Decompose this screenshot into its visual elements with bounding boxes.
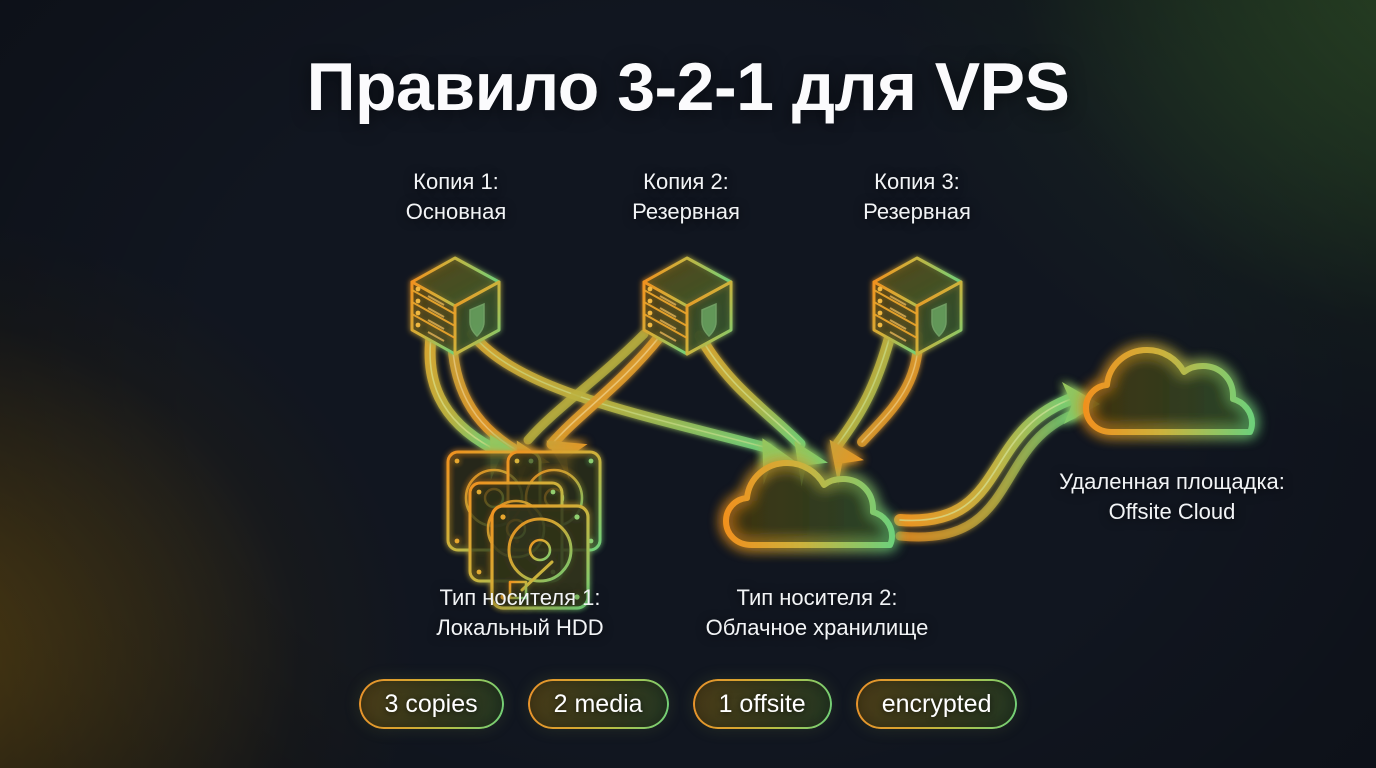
server-copy-3[interactable] — [872, 256, 963, 356]
summary-badges: 3 copies 2 media 1 offsite encrypted — [0, 679, 1376, 729]
badge-encrypted[interactable]: encrypted — [856, 679, 1018, 729]
caption-offsite-cloud: Удаленная площадка: Offsite Cloud — [1059, 469, 1285, 524]
flow-ribbons — [424, 324, 1080, 542]
server-copy-2[interactable] — [642, 256, 733, 356]
badge-copies[interactable]: 3 copies — [359, 679, 504, 729]
badge-encrypted-label: encrypted — [881, 689, 992, 718]
badge-media-label: 2 media — [553, 689, 643, 718]
caption-server-copy-2: Копия 2: Резервная — [632, 169, 740, 224]
badge-copies-label: 3 copies — [384, 689, 478, 718]
page-title: Правило 3-2-1 для VPS — [306, 49, 1070, 125]
caption-hdd-stack: Тип носителя 1: Локальный HDD — [436, 585, 604, 640]
badge-media[interactable]: 2 media — [528, 679, 669, 729]
caption-server-copy-3: Копия 3: Резервная — [863, 169, 971, 224]
server-copy-1[interactable] — [410, 256, 501, 356]
offsite-cloud[interactable] — [1083, 347, 1255, 435]
hdd-stack[interactable] — [446, 450, 602, 610]
badge-offsite-label: 1 offsite — [718, 689, 806, 718]
cloud-storage[interactable] — [723, 460, 895, 548]
caption-cloud-storage: Тип носителя 2: Облачное хранилище — [705, 585, 929, 640]
caption-server-copy-1: Копия 1: Основная — [405, 169, 507, 224]
badge-offsite[interactable]: 1 offsite — [693, 679, 832, 729]
